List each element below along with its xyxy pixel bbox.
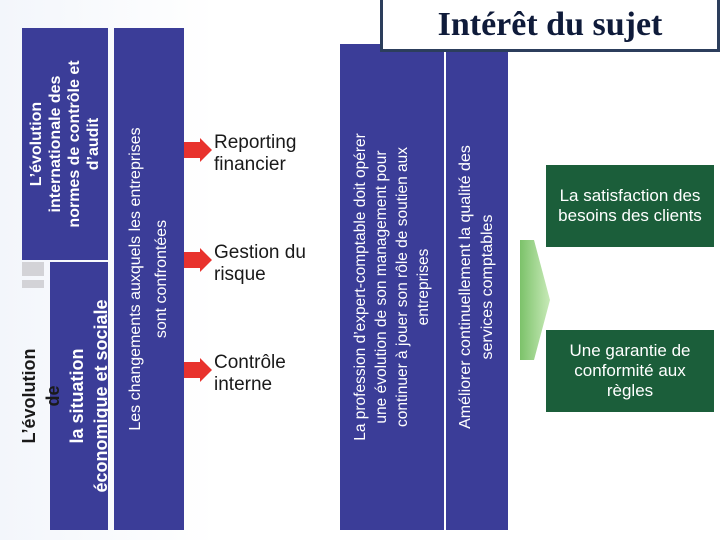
panel-divider-shape bbox=[22, 262, 44, 276]
panel-4-line-2: services comptables bbox=[479, 214, 496, 360]
panel-evolution-normes: L’évolution internationale des normes de… bbox=[22, 28, 108, 260]
red-arrow-icon bbox=[184, 138, 212, 162]
box-satisfaction-text: La satisfaction des besoins des clients bbox=[558, 186, 702, 225]
panel-evolution-situation-bg bbox=[50, 262, 108, 530]
panel-2-line-2: sont confrontées bbox=[153, 219, 170, 339]
panel-evolution-situation: L’évolution de la situation économique e… bbox=[22, 262, 108, 530]
panel-1-bottom-line-4: économique et sociale bbox=[91, 299, 108, 493]
bullet-controle: Contrôle interne bbox=[182, 352, 334, 396]
panel-divider-shape bbox=[22, 280, 44, 288]
bullet-reporting: Reporting financier bbox=[182, 132, 334, 176]
panel-evolution-situation-text: L’évolution de la situation économique e… bbox=[22, 266, 108, 526]
slide-title-box: Intérêt du sujet bbox=[380, 0, 720, 52]
panel-profession: La profession d’expert-comptable doit op… bbox=[340, 44, 444, 530]
slide-title: Intérêt du sujet bbox=[437, 5, 663, 43]
panel-1-top-line-1: L’évolution bbox=[28, 101, 45, 187]
box-garantie: Une garantie de conformité aux règles bbox=[546, 330, 714, 412]
panel-1-top-line-2: internationale des bbox=[47, 75, 64, 213]
panel-3-line-4: entreprises bbox=[415, 248, 432, 326]
panel-3-line-1: La profession d’expert-comptable doit op… bbox=[352, 133, 369, 441]
panel-1-bottom-line-1: L’évolution bbox=[22, 348, 39, 444]
panel-4-line-1: Améliorer continuellement la qualité des bbox=[457, 145, 474, 429]
panel-2-line-1: Les changements auxquels les entreprises bbox=[127, 127, 144, 431]
box-satisfaction: La satisfaction des besoins des clients bbox=[546, 165, 714, 247]
panel-3-line-2: une évolution de son management pour bbox=[373, 150, 390, 424]
bullet-gestion: Gestion du risque bbox=[182, 242, 334, 286]
green-arrow-icon bbox=[520, 240, 550, 360]
panel-1-bottom-line-2: de bbox=[43, 385, 63, 407]
panel-changements: Les changements auxquels les entreprises… bbox=[114, 28, 184, 530]
panel-ameliorer-text: Améliorer continuellement la qualité des… bbox=[455, 52, 499, 522]
panel-evolution-normes-text: L’évolution internationale des normes de… bbox=[27, 34, 103, 254]
box-garantie-text: Une garantie de conformité aux règles bbox=[569, 341, 691, 400]
red-arrow-icon bbox=[184, 248, 212, 272]
bullet-gestion-label: Gestion du risque bbox=[214, 242, 306, 285]
panel-ameliorer: Améliorer continuellement la qualité des… bbox=[446, 44, 508, 530]
panel-changements-text: Les changements auxquels les entreprises… bbox=[123, 59, 175, 499]
panel-1-bottom-line-3: la situation bbox=[67, 348, 87, 444]
bullet-reporting-label: Reporting financier bbox=[214, 132, 297, 175]
panel-1-top-line-3: normes de contrôle et bbox=[66, 60, 83, 228]
panel-1-top-line-4: d’audit bbox=[85, 117, 102, 171]
panel-3-line-3: continuer à jouer son rôle de soutien au… bbox=[394, 146, 411, 428]
red-arrow-icon bbox=[184, 358, 212, 382]
panel-profession-text: La profession d’expert-comptable doit op… bbox=[350, 52, 434, 522]
bullet-controle-label: Contrôle interne bbox=[214, 352, 286, 395]
